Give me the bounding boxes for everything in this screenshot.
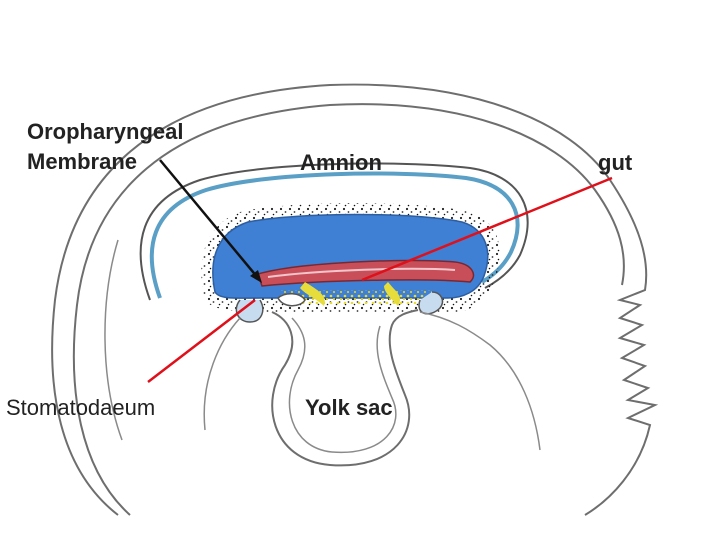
- label-amnion: Amnion: [300, 150, 382, 175]
- yolk-sac-outline: [271, 309, 419, 467]
- gut-tube-lumen: [267, 267, 456, 278]
- stomatodaeum-pointer: [147, 299, 256, 383]
- label-stomatodaeum: Stomatodaeum: [6, 395, 156, 420]
- inner-chorion-outline: [72, 103, 625, 516]
- endoderm-left-patch: [300, 282, 325, 306]
- stomatodaeum-pit: [277, 293, 306, 307]
- head-fold: [235, 299, 264, 323]
- oropharyngeal-pointer-arrowhead: [250, 270, 262, 283]
- amniotic-cavity: [212, 213, 489, 299]
- endoderm-right-patch: [384, 282, 401, 306]
- gut-pointer: [361, 176, 613, 282]
- chorion-connecting-line: [104, 239, 123, 441]
- connecting-stalk-left: [203, 317, 241, 431]
- label-oropharyngeal-membrane: Oropharyngeal Membrane: [27, 117, 183, 177]
- allantois-stalk: [419, 311, 541, 451]
- tail-fold: [418, 291, 444, 315]
- outer-chorion-outline: [51, 83, 659, 516]
- amnion-membrane-outer: [139, 162, 529, 301]
- yolk-sac-inner: [288, 317, 397, 454]
- label-oropharyngeal-line2: Membrane: [27, 149, 138, 174]
- label-oropharyngeal-line1: Oropharyngeal: [27, 119, 184, 144]
- amnion-membrane-inner: [149, 171, 520, 299]
- label-gut: gut: [598, 150, 633, 175]
- label-yolk-sac: Yolk sac: [305, 395, 393, 420]
- gut-tube: [257, 259, 475, 287]
- oropharyngeal-pointer: [159, 159, 259, 279]
